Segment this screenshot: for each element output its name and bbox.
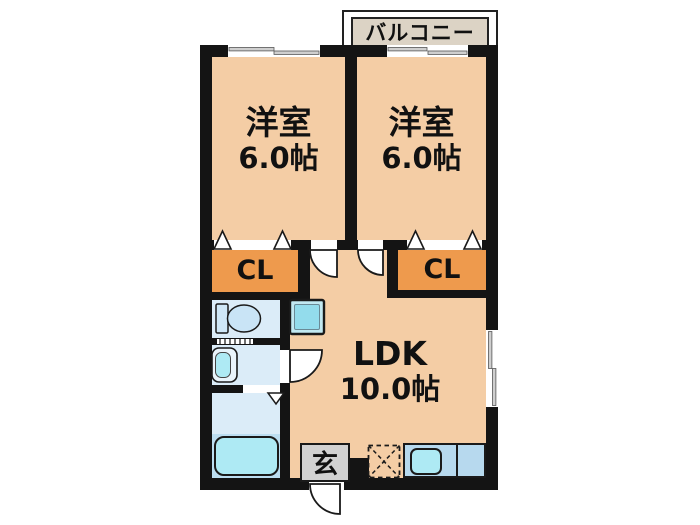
closet-left-floor [212, 250, 298, 292]
closet-right-label: CL [423, 253, 461, 285]
bedroom-left-door-opening [311, 240, 337, 250]
window-ldk [486, 330, 498, 407]
wall-wet-column [280, 298, 290, 478]
balcony-area: バルコニー [351, 17, 489, 47]
kitchen-counter [403, 443, 486, 478]
bathtub-area-floor [212, 434, 280, 478]
bedroom-left-label: 洋室 6.0帖 [212, 100, 345, 180]
bathroom-floor [212, 393, 280, 434]
room-name: 洋室 [245, 103, 312, 143]
balcony-outline: バルコニー [342, 10, 498, 51]
wall-under-closet-left [200, 292, 310, 300]
room-name: LDK [353, 334, 427, 374]
bedroom-right-door-opening [358, 240, 383, 250]
washroom-floor [212, 345, 280, 385]
room-size: 10.0帖 [339, 372, 441, 407]
wall-mid-band [200, 240, 498, 250]
room-size: 6.0帖 [381, 141, 462, 176]
bedroom-left-floor [212, 57, 345, 241]
ldk-label: LDK 10.0帖 [305, 330, 475, 412]
hallway-floor [310, 250, 387, 298]
wall-under-closet-right [387, 290, 498, 298]
balcony-label: バルコニー [365, 21, 475, 45]
closet-left-label: CL [236, 254, 274, 286]
bedroom-right-label: 洋室 6.0帖 [357, 100, 486, 180]
window-bedroom-left [228, 45, 320, 57]
wall-bottom [200, 478, 498, 490]
closet-right-opening [407, 240, 482, 250]
wall-left [200, 45, 212, 490]
wall-toilet-bottom [212, 338, 280, 345]
wall-closet-right-side [387, 240, 398, 298]
toilet-room-floor [212, 298, 280, 338]
wall-right [486, 45, 498, 490]
washroom-door-opening [280, 350, 290, 383]
wall-closet-left-side [298, 240, 310, 300]
closet-right-floor [398, 250, 486, 290]
window-bedroom-right [387, 45, 468, 57]
genkan-label: 玄 [311, 450, 338, 480]
bedroom-right-floor [357, 57, 486, 241]
closet-left-opening [214, 240, 291, 250]
wall-genkan-side [350, 458, 369, 478]
room-size: 6.0帖 [238, 141, 319, 176]
bath-door-opening [243, 385, 280, 393]
wall-room-divider [345, 45, 357, 250]
room-name: 洋室 [388, 103, 455, 143]
genkan-box: 玄 [300, 443, 350, 482]
